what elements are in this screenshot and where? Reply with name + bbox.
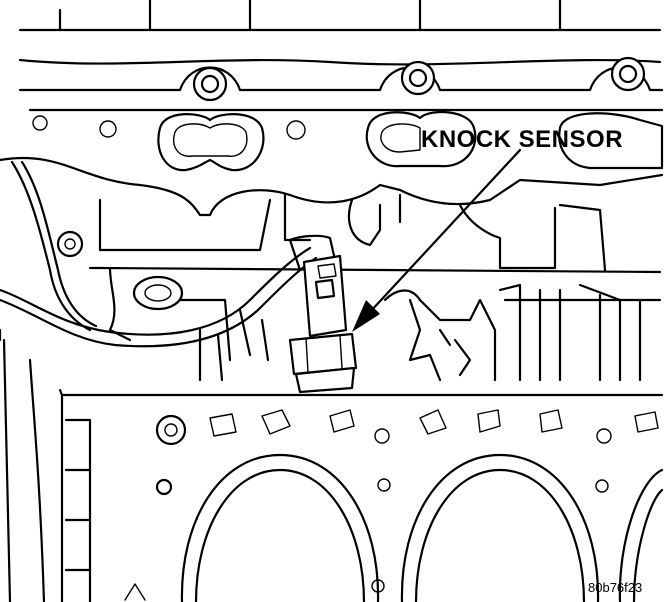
head-bolts xyxy=(192,56,646,102)
figure-id-label: 80b76f23 xyxy=(588,580,643,595)
upper-engine-casting xyxy=(18,0,664,112)
intake-manifold-gasket xyxy=(0,111,664,217)
engine-block-side xyxy=(56,193,662,382)
knock-sensor-callout-label: KNOCK SENSOR xyxy=(421,126,624,153)
sensor-wiring-harness xyxy=(0,160,337,348)
callout-arrow xyxy=(352,148,522,332)
knock-sensor xyxy=(288,254,358,394)
cylinder-head-gasket xyxy=(0,328,664,602)
